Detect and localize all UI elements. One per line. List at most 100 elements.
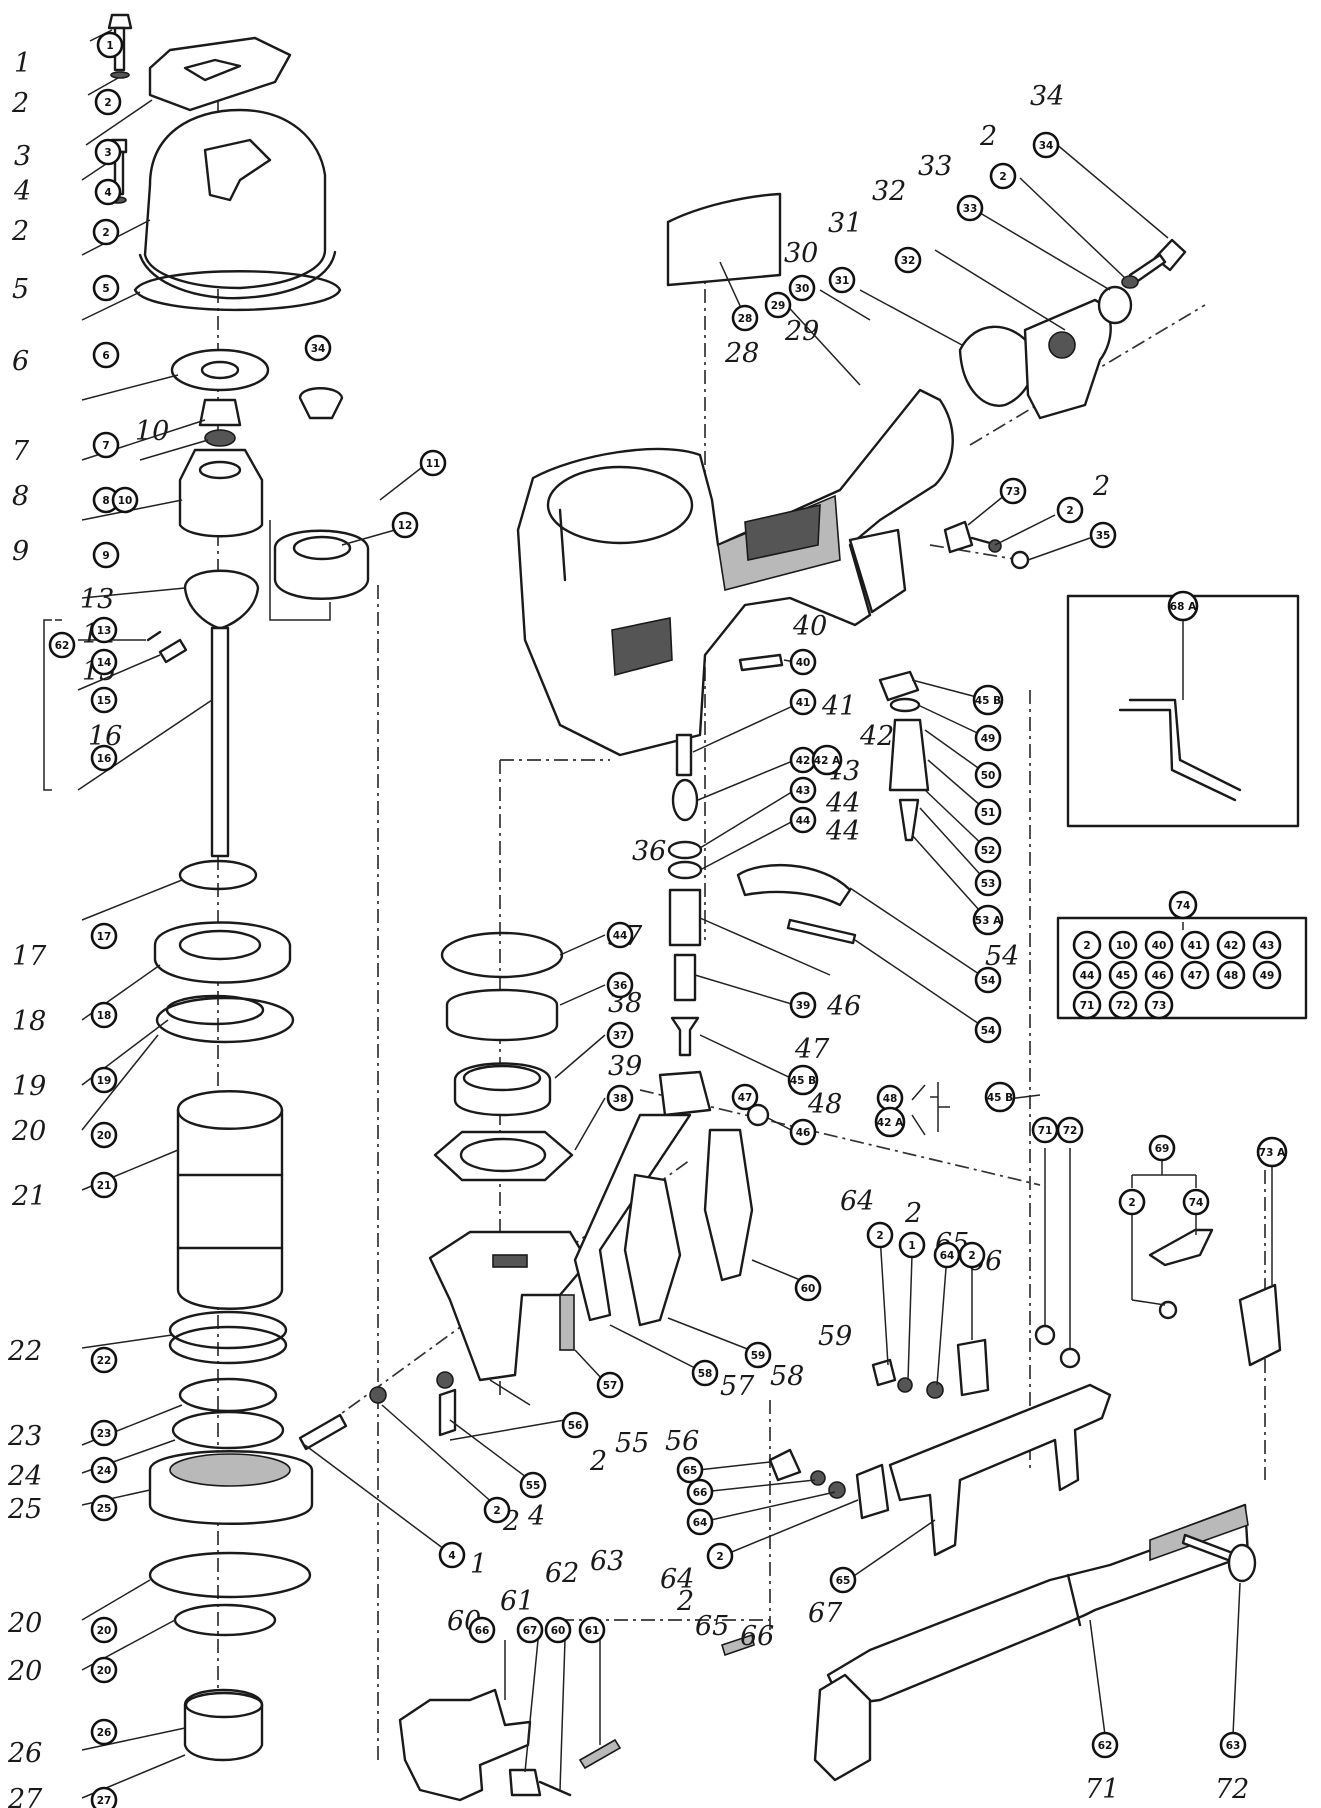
part-bubble-circle — [92, 274, 120, 302]
part-bubble-b2g: 2 — [958, 1241, 986, 1269]
hw-label: 26 — [7, 1738, 42, 1769]
part-bubble-number: 29 — [771, 300, 786, 312]
part-bubble-b72: 72 — [1056, 1116, 1084, 1144]
part-bubble-b56: 56 — [561, 1411, 589, 1439]
kit-part-bubble: 48 — [1216, 960, 1246, 990]
part-bubble-circle — [468, 1616, 496, 1644]
part-bubble-b36: 36 — [606, 971, 634, 999]
part-bubble-b34: 34 — [1032, 131, 1060, 159]
part-bubble-number: 2 — [104, 97, 111, 109]
part-bubble-b2h: 2 — [706, 1542, 734, 1570]
part-bubble-b54b: 54 — [974, 1016, 1002, 1044]
part-bubble-circle — [90, 1656, 118, 1684]
kit-part-bubble: 44 — [1072, 960, 1102, 990]
kit-part-circle — [1144, 990, 1174, 1020]
hw-label: 63 — [590, 1546, 624, 1577]
part-bubble-number: 8 — [102, 495, 109, 507]
part-bubble-b27: 27 — [90, 1786, 118, 1808]
part-bubble-number: 2 — [1066, 505, 1073, 517]
part-bubble-number: 55 — [526, 1480, 541, 1492]
part-bubble-circle — [829, 1566, 857, 1594]
part-bubble-circle — [676, 1456, 704, 1484]
part-bubble-circle — [686, 1508, 714, 1536]
part-bubble-circle — [789, 1118, 817, 1146]
part-bubble-b66: 66 — [686, 1478, 714, 1506]
part-bubble-circle — [606, 971, 634, 999]
hw-label: 59 — [818, 1321, 852, 1352]
kit-box-label-bubble: 74 — [1168, 890, 1198, 920]
part-bubble-number: 53 — [981, 878, 996, 890]
part-bubble-b62: 62 — [48, 631, 76, 659]
part-bubble-number: 45 B — [987, 1092, 1013, 1104]
hw-label: 1 — [470, 1549, 487, 1580]
part-bubble-circle — [744, 1341, 772, 1369]
part-bubble-circle — [789, 648, 817, 676]
hw-label: 66 — [740, 1621, 774, 1652]
hw-label: 48 — [807, 1089, 842, 1120]
part-bubble-number: 48 — [883, 1093, 898, 1105]
part-bubble-b20b: 20 — [90, 1616, 118, 1644]
hw-label: 34 — [1030, 81, 1064, 112]
hw-label: 64 — [840, 1186, 874, 1217]
hw-label: 58 — [770, 1361, 804, 1392]
magazine-parts — [398, 1228, 1282, 1802]
part-bubble-number: 44 — [796, 815, 811, 827]
part-bubble-circle — [90, 1001, 118, 1029]
part-bubble-b65b: 65 — [829, 1566, 857, 1594]
hw-label: 20 — [11, 1116, 46, 1147]
part-bubble-circle — [90, 1171, 118, 1199]
hw-label: 9 — [12, 536, 29, 567]
hw-label: 13 — [80, 584, 114, 615]
hw-label: 24 — [7, 1461, 42, 1492]
hw-label: 7 — [12, 436, 30, 467]
part-bubble-circle — [90, 1718, 118, 1746]
part-bubble-number: 40 — [796, 657, 811, 669]
part-bubble-number: 5 — [102, 283, 109, 295]
hw-label: 6 — [12, 346, 29, 377]
part-bubble-b26: 26 — [90, 1718, 118, 1746]
part-bubble-b35: 35 — [1089, 521, 1117, 549]
part-bubble-b58: 58 — [691, 1359, 719, 1387]
part-bubble-circle — [974, 724, 1002, 752]
hw-label: 64 — [660, 1564, 694, 1595]
part-bubble-circle — [606, 1084, 634, 1112]
kit-part-bubble: 2 — [1072, 930, 1102, 960]
part-bubble-b61: 61 — [578, 1616, 606, 1644]
part-bubble-number: 22 — [97, 1355, 112, 1367]
hw-label: 20 — [7, 1656, 42, 1687]
hw-label: 67 — [808, 1598, 843, 1629]
part-bubble-circle — [483, 1496, 511, 1524]
part-bubble-b34x: 34 — [304, 334, 332, 362]
part-bubble-circle — [92, 541, 120, 569]
part-bubble-b1b: 1 — [898, 1231, 926, 1259]
part-bubble-number: 44 — [613, 930, 628, 942]
hw-label: 28 — [724, 338, 759, 369]
part-bubble-number: 45 B — [975, 695, 1001, 707]
hw-label: 17 — [12, 941, 47, 972]
part-bubble-number: 7 — [102, 440, 109, 452]
part-bubble-circle — [789, 806, 817, 834]
part-bubble-circle — [90, 1066, 118, 1094]
part-bubble-circle — [974, 836, 1002, 864]
part-bubble-number: 57 — [603, 1380, 618, 1392]
part-bubble-b20c: 20 — [90, 1656, 118, 1684]
part-bubble-b13: 13 — [90, 616, 118, 644]
part-bubble-circle — [1256, 1136, 1288, 1168]
part-bubble-b64b: 64 — [686, 1508, 714, 1536]
part-bubble-circle — [731, 304, 759, 332]
hw-label: 25 — [7, 1494, 42, 1525]
part-bubble-number: 34 — [311, 343, 326, 355]
part-bubble-number: 28 — [738, 313, 753, 325]
part-bubble-b43: 43 — [789, 776, 817, 804]
kit-part-circle — [1252, 960, 1282, 990]
center-parts — [298, 192, 1187, 1451]
kit-part-circle — [1216, 930, 1246, 960]
hw-label: 54 — [985, 941, 1019, 972]
part-bubble-b12: 12 — [391, 511, 419, 539]
kit-part-bubble: 10 — [1108, 930, 1138, 960]
part-bubble-number: 36 — [613, 980, 628, 992]
part-bubble-circle — [1056, 1116, 1084, 1144]
kit-part-bubble: 73 — [1144, 990, 1174, 1020]
kit-part-number: 73 — [1152, 1000, 1167, 1012]
part-bubble-number: 23 — [97, 1428, 112, 1440]
